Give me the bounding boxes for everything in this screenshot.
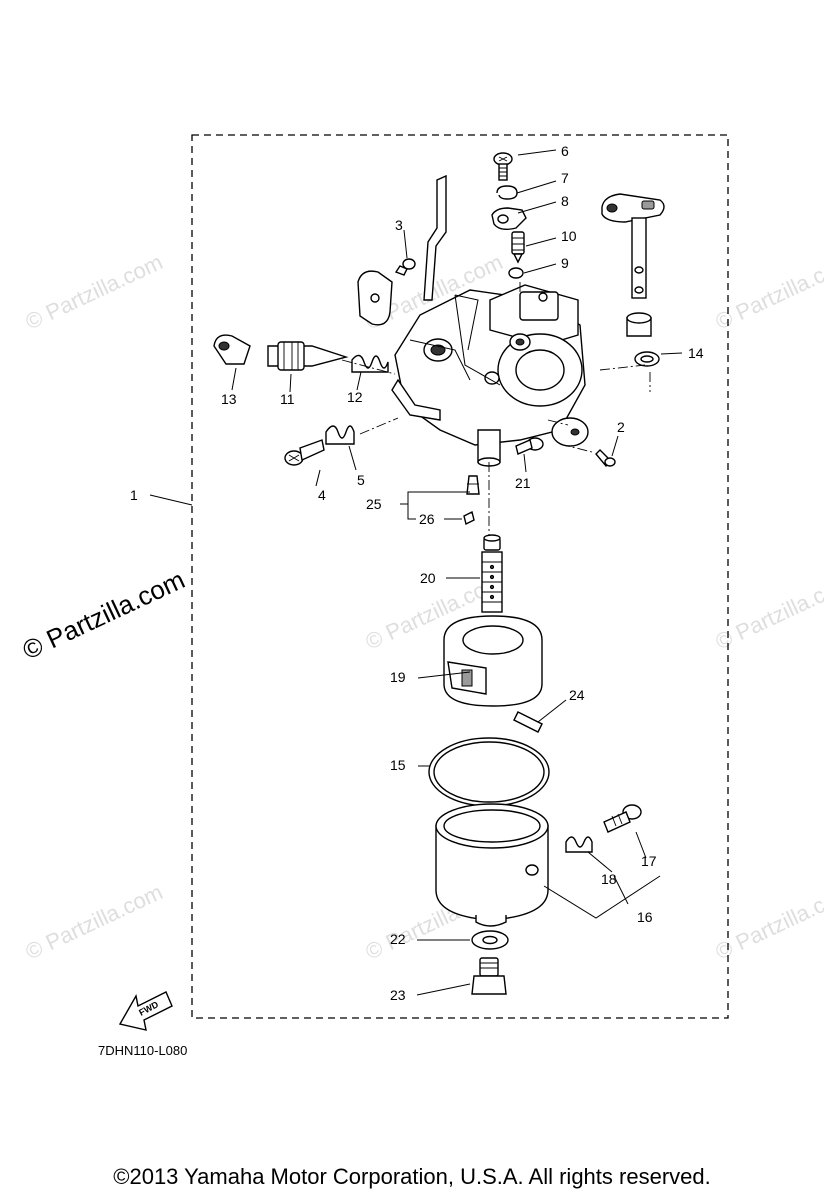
callout-21: 21	[515, 475, 531, 491]
jet-part-26	[463, 510, 475, 526]
lever-part-8	[491, 207, 527, 231]
jet-part-25	[466, 475, 480, 495]
watermark-text: © Partzilla.com	[22, 879, 167, 964]
gasket-part-15	[428, 737, 550, 807]
callout-25: 25	[366, 496, 382, 512]
clip-part-7	[496, 185, 518, 200]
leader-lines	[149, 149, 683, 996]
reference-code: 7DHN110-L080	[98, 1043, 187, 1058]
callout-20: 20	[420, 570, 436, 586]
screw-part-21	[515, 437, 544, 455]
watermark-text: © Partzilla.com	[22, 249, 167, 334]
assembly-boundary	[191, 134, 729, 1019]
pilot-screw-part-11	[267, 341, 349, 371]
callout-7: 7	[561, 170, 569, 186]
callout-23: 23	[390, 987, 406, 1003]
callout-9: 9	[561, 255, 569, 271]
copyright-notice: ©2013 Yamaha Motor Corporation, U.S.A. A…	[113, 1164, 711, 1189]
jet-part-10	[511, 231, 525, 264]
screw-part-4	[284, 439, 325, 466]
callout-2: 2	[617, 419, 625, 435]
fwd-arrow-icon: FWD	[118, 991, 173, 1031]
spring-part-12	[351, 354, 389, 373]
callout-19: 19	[390, 669, 406, 685]
pin-part-24	[513, 711, 543, 733]
callout-1: 1	[130, 487, 138, 503]
callout-16: 16	[637, 909, 653, 925]
oring-part-9	[508, 267, 524, 279]
callout-12: 12	[347, 389, 363, 405]
plate-part-3	[357, 270, 393, 326]
watermark-main: © Partzilla.com	[18, 564, 189, 665]
callout-3: 3	[395, 217, 403, 233]
screw-part-3	[394, 258, 416, 276]
callout-11: 11	[280, 391, 295, 407]
callout-13: 13	[221, 391, 237, 407]
callout-10: 10	[561, 228, 577, 244]
throttle-plate-part-2	[551, 417, 616, 467]
screw-part-17	[603, 804, 642, 833]
spring-part-18	[565, 836, 593, 853]
carburetor-body	[391, 174, 586, 467]
callout-17: 17	[641, 853, 657, 869]
callout-26: 26	[419, 511, 435, 527]
callout-14: 14	[688, 345, 704, 361]
float-bowl-part-16	[435, 803, 549, 927]
callout-4: 4	[318, 487, 326, 503]
callout-5: 5	[357, 472, 365, 488]
callout-8: 8	[561, 193, 569, 209]
cap-part-13	[213, 334, 251, 365]
callout-22: 22	[390, 931, 406, 947]
drain-plug-part-23	[471, 957, 507, 995]
float-part-19	[443, 615, 543, 707]
callout-15: 15	[390, 757, 406, 773]
callout-18: 18	[601, 871, 617, 887]
choke-shaft-part-14	[601, 193, 665, 367]
callout-labels: 1 2 3 4 5 6 7 8 9 10 11 12 13 14 15 16 1…	[130, 143, 704, 1003]
callout-24: 24	[569, 687, 585, 703]
callout-6: 6	[561, 143, 569, 159]
spring-part-5	[325, 425, 355, 445]
washer-part-22	[471, 930, 509, 950]
screw-part-6	[493, 152, 513, 181]
nozzle-part-20	[481, 534, 503, 613]
